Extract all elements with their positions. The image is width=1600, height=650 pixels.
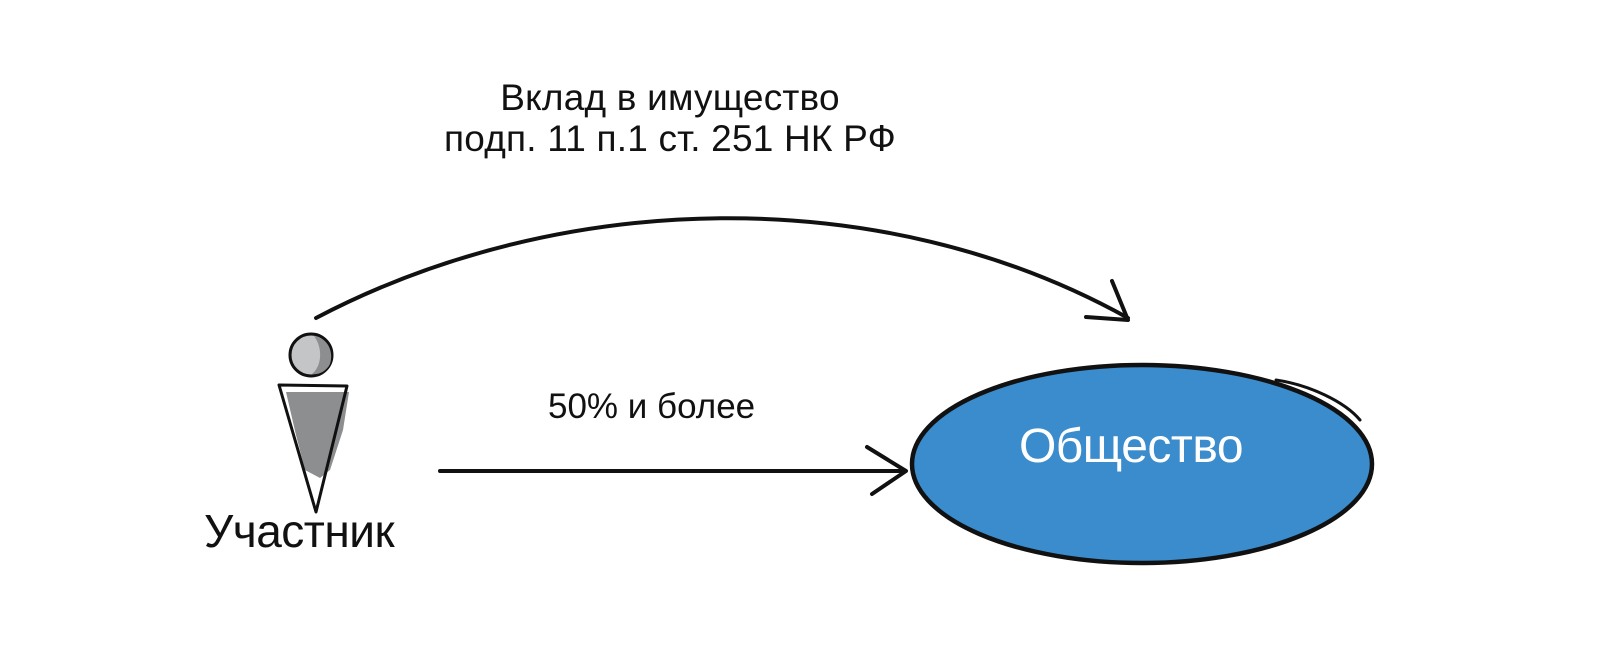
contribution-label-line2: подп. 11 п.1 ст. 251 НК РФ	[444, 117, 896, 159]
participant-label: Участник	[204, 505, 395, 557]
company-ellipse	[909, 362, 1375, 566]
contribution-arc-arrow	[314, 216, 1130, 320]
person-body-outline	[277, 383, 349, 514]
contribution-label: Вклад в имущество подп. 11 п.1 ст. 251 Н…	[410, 77, 930, 159]
person-icon	[277, 332, 349, 514]
company-label: Общество	[1018, 420, 1244, 473]
ownership-share-label: 50% и более	[548, 387, 756, 426]
contribution-arc-arrowhead	[1084, 279, 1130, 322]
person-body-shadow	[286, 392, 349, 478]
person-head-shadow	[312, 336, 332, 375]
ownership-arrowhead	[865, 445, 908, 496]
contribution-label-line1: Вклад в имущество	[500, 77, 840, 118]
company-ellipse-sketch-stroke	[1274, 378, 1362, 422]
